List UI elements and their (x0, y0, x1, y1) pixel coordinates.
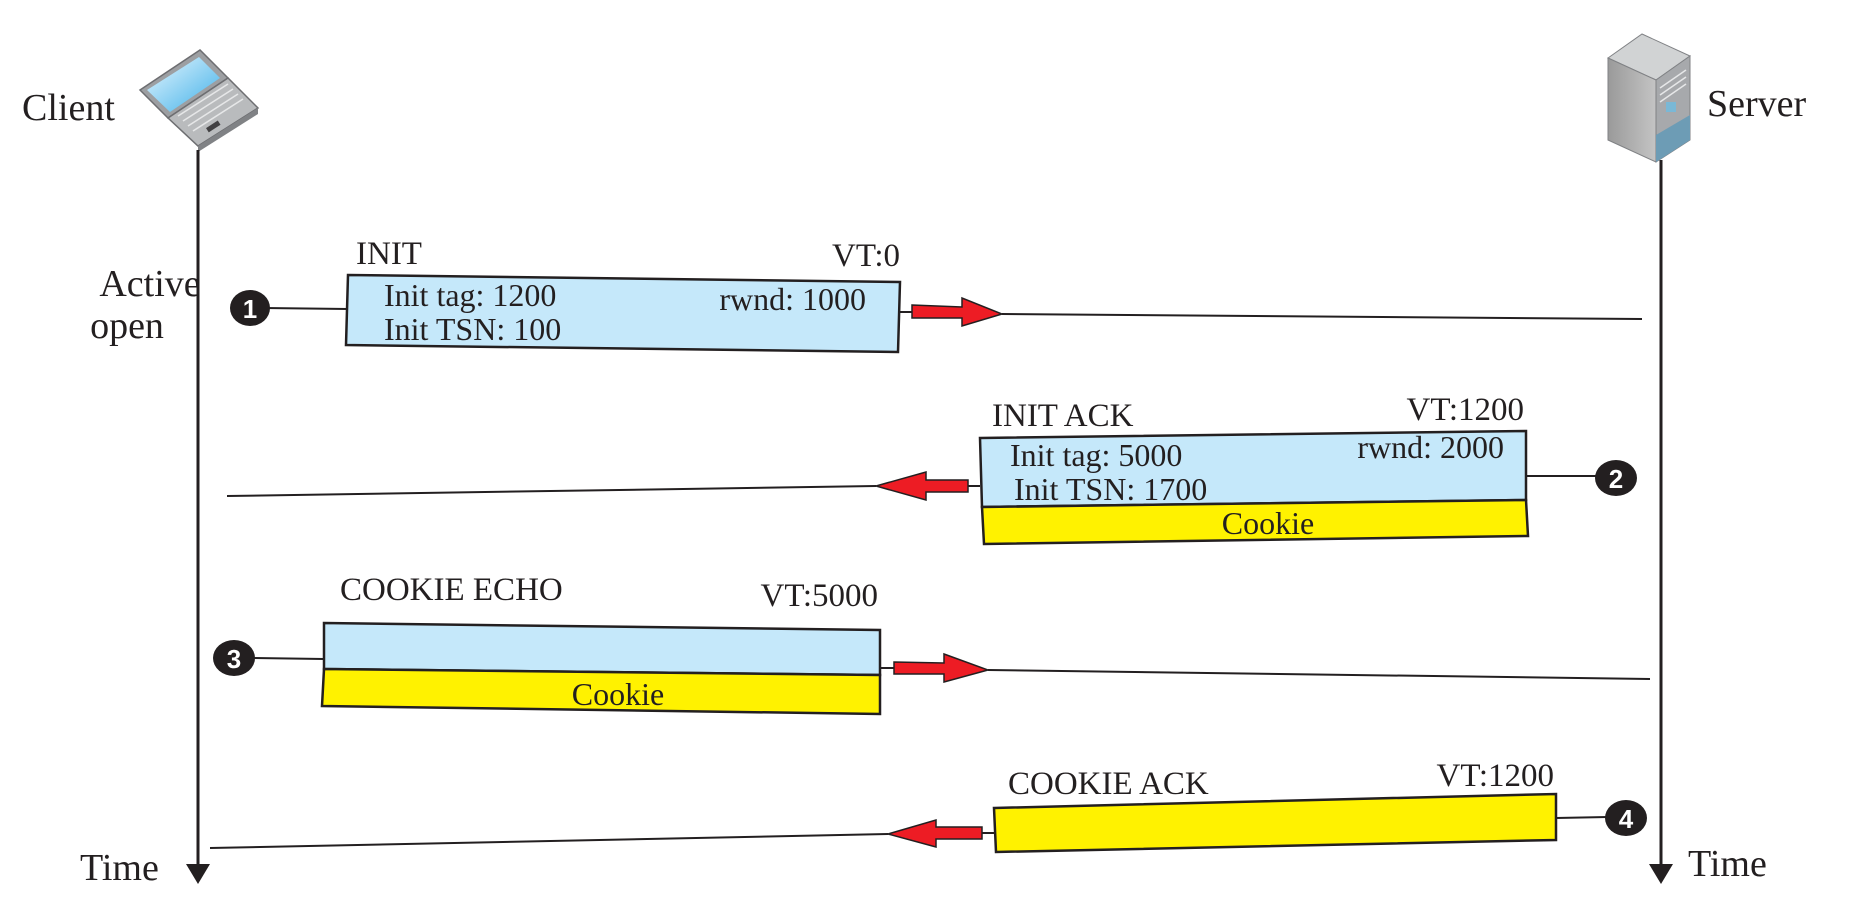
message-init: 1 INIT VT:0 Init tag: 1200 Init TSN: 100… (230, 236, 1643, 354)
init-path-line (1001, 313, 1643, 320)
message-cookie-ack: 4 COOKIE ACK VT:1200 (209, 758, 1647, 854)
cookie-echo-cookie-box (320, 667, 882, 716)
step-badge-2: 2 (1595, 460, 1637, 496)
svg-text:1: 1 (243, 294, 257, 324)
init-field-tsn: Init TSN: 100 (384, 311, 561, 347)
init-chunk-name: INIT (356, 236, 422, 272)
client-time-arrowhead (186, 864, 210, 884)
cookie-ack-chunk-name: COOKIE ACK (1008, 766, 1209, 802)
cookie-echo-chunk-box (322, 621, 882, 677)
step-badge-4: 4 (1605, 800, 1647, 836)
cookie-echo-path-line (987, 669, 1651, 680)
cookie-echo-cookie-label: Cookie (572, 676, 664, 712)
init-ack-field-tsn: Init TSN: 1700 (1014, 471, 1207, 507)
init-ack-cookie-box (980, 498, 1530, 546)
init-ack-chunk-name: INIT ACK (992, 398, 1134, 434)
server-icon (1607, 33, 1691, 163)
init-rwnd: rwnd: 1000 (719, 281, 866, 317)
active-open-label-line1: Active (99, 263, 200, 305)
svg-text:4: 4 (1619, 804, 1634, 834)
message-init-ack: 2 INIT ACK VT:1200 Init tag: 5000 Init T… (226, 392, 1637, 546)
cookie-echo-vt: VT:5000 (760, 578, 878, 614)
laptop-icon (138, 49, 260, 152)
init-ack-cookie-label: Cookie (1222, 505, 1314, 541)
active-open-label-line2: open (90, 305, 164, 347)
cookie-echo-direction-arrow (893, 652, 991, 683)
init-ack-path-line (226, 485, 877, 497)
step-badge-1: 1 (230, 290, 270, 326)
init-lead-line (263, 307, 349, 310)
cookie-echo-chunk-name: COOKIE ECHO (340, 572, 563, 608)
server-time-label: Time (1688, 843, 1767, 885)
step-badge-3: 3 (213, 640, 255, 676)
server-label: Server (1707, 83, 1807, 125)
svg-text:2: 2 (1609, 464, 1623, 494)
init-ack-rwnd: rwnd: 2000 (1357, 429, 1504, 465)
init-field-tag: Init tag: 1200 (384, 277, 556, 313)
init-chunk-box (344, 273, 902, 354)
init-ack-direction-arrow (873, 471, 969, 501)
init-ack-field-tag: Init tag: 5000 (1010, 437, 1182, 473)
server-time-arrowhead (1649, 864, 1673, 884)
init-vt: VT:0 (832, 238, 900, 274)
client-label: Client (22, 87, 115, 129)
message-cookie-echo: 3 COOKIE ECHO VT:5000 Cookie (213, 572, 1651, 716)
svg-text:3: 3 (227, 644, 241, 674)
client-time-label: Time (80, 847, 159, 889)
init-direction-arrow (911, 296, 1005, 328)
cookie-ack-vt: VT:1200 (1436, 758, 1554, 794)
cookie-ack-direction-arrow (885, 819, 983, 848)
init-ack-vt: VT:1200 (1406, 392, 1524, 428)
cookie-ack-chunk-box (992, 792, 1558, 854)
cookie-ack-path-line (209, 833, 889, 849)
